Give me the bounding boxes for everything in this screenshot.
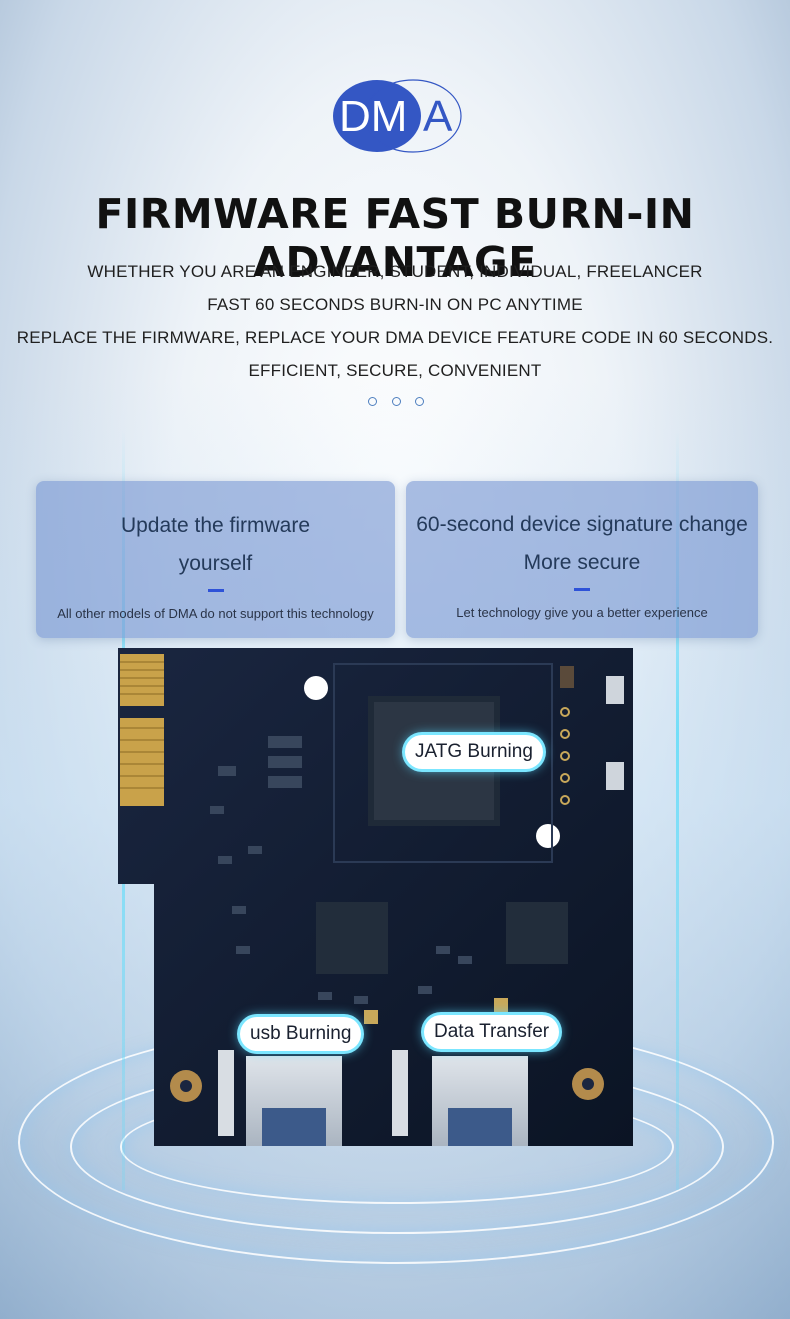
subtitle-line-2: FAST 60 SECONDS BURN-IN ON PC ANYTIME [207,295,583,314]
usb-burning-label: usb Burning [240,1017,362,1051]
card-title-line1: Update the firmware [120,514,311,537]
svg-text:A: A [423,92,453,141]
carousel-dot[interactable] [391,397,401,406]
card-title-line1: 60-second device signature change [416,513,748,536]
card-accent-bar [207,589,224,592]
data-transfer-label: Data Transfer [424,1015,560,1049]
jtag-burning-label: JATG Burning [405,735,543,769]
feature-card-firmware: Update the firmware yourself All other m… [36,481,395,638]
svg-text:DM: DM [339,92,407,141]
subtitle-line-4: EFFICIENT, SECURE, CONVENIENT [248,361,542,380]
card-title-line2: More secure [523,551,641,574]
page-heading: FIRMWARE FAST BURN-IN ADVANTAGE [95,190,695,286]
carousel-dots[interactable] [368,397,424,409]
subtitle-line-3: REPLACE THE FIRMWARE, REPLACE YOUR DMA D… [16,328,774,347]
feature-card-signature: 60-second device signature change More s… [406,481,758,638]
card-title-line2: yourself [178,552,253,575]
light-pillar-right [676,430,679,1190]
card-note: Let technology give you a better experie… [456,605,708,620]
dma-logo: DM A [331,76,463,154]
subtitle-line-1: WHETHER YOU ARE AN ENGINEER, STUDENT, IN… [87,262,703,281]
card-note: All other models of DMA do not support t… [57,606,374,621]
carousel-dot[interactable] [415,397,424,406]
dma-pcb-board-image [118,646,633,1146]
card-accent-bar [574,588,590,591]
carousel-dot[interactable] [368,397,377,406]
